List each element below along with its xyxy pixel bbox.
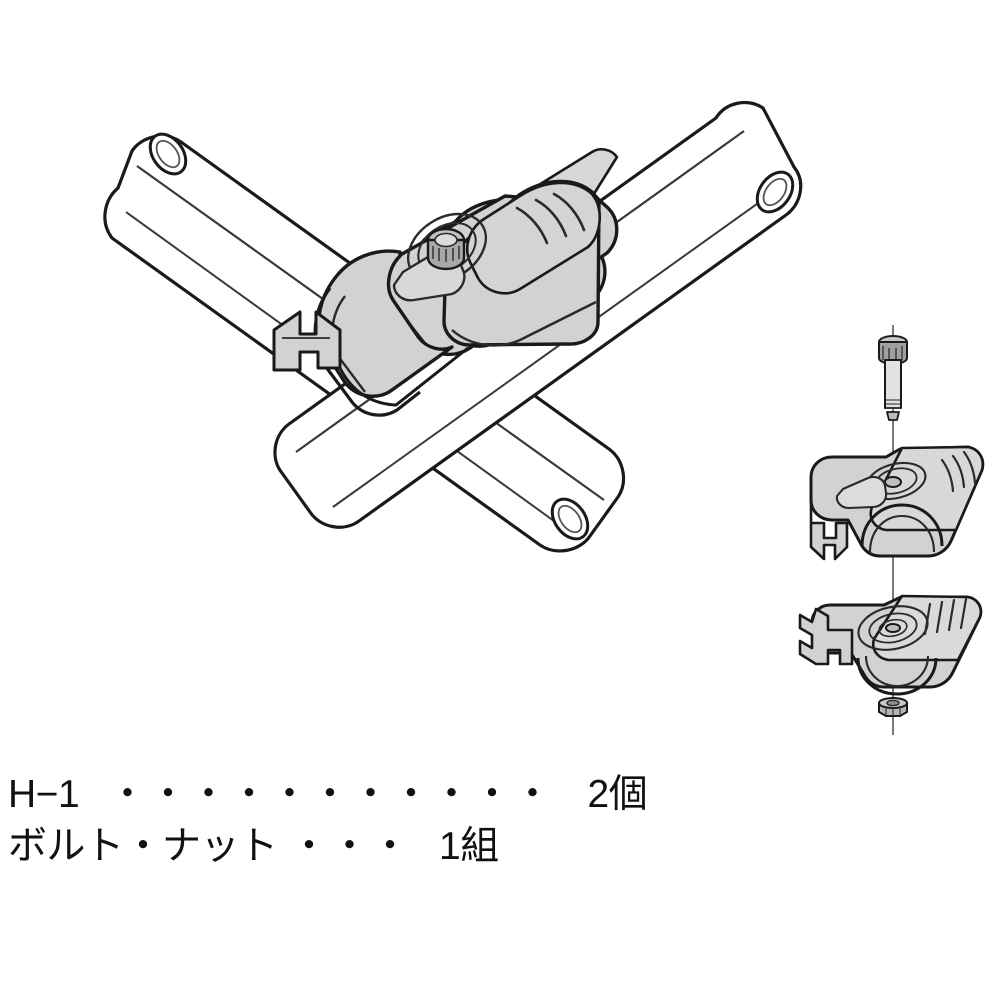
- nut: [878, 697, 908, 717]
- part-name-bolt-nut: ボルト・ナット: [8, 825, 278, 868]
- assembled-view: [103, 100, 803, 553]
- bolt: [878, 335, 908, 421]
- exploded-view: [798, 325, 985, 735]
- leader-dots-bolt-nut: ・・・: [289, 825, 412, 868]
- clamp-body: [272, 179, 619, 417]
- part-qty-bolt-nut: 1組: [439, 825, 499, 868]
- part-name-h1: H−1: [8, 773, 80, 816]
- clamp-bolt-head: [426, 227, 466, 271]
- lower-clamp-half: [798, 594, 983, 696]
- parts-list-row-h1: H−1 ・・・・・・・・・・・ 2個: [8, 772, 648, 824]
- leader-dots-h1: ・・・・・・・・・・・: [108, 773, 554, 816]
- part-qty-h1: 2個: [587, 773, 648, 816]
- parts-list-row-bolt-nut: ボルト・ナット ・・・ 1組: [8, 824, 528, 876]
- upper-clamp-half: [809, 445, 985, 561]
- parts-list: H−1 ・・・・・・・・・・・ 2個 ボルト・ナット ・・・ 1組: [8, 772, 648, 876]
